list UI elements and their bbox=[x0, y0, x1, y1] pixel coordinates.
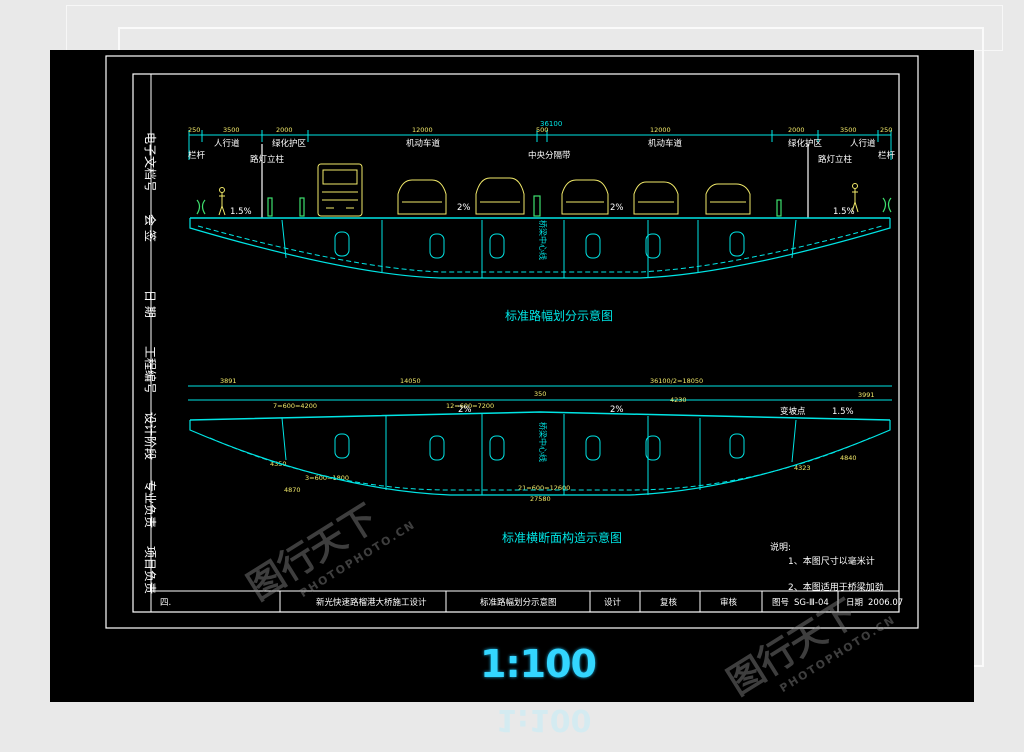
sec-dim: 4870 bbox=[284, 486, 301, 494]
sec-dim: 3991 bbox=[858, 391, 875, 399]
side-label: 项目负责 bbox=[143, 546, 157, 594]
section-diagram-title: 标准横断面构造示意图 bbox=[502, 530, 622, 545]
section-diagram: 3891 14050 36100/2=18050 3991 350 7=600=… bbox=[188, 377, 892, 545]
side-label: 设计阶段 bbox=[143, 412, 158, 460]
slope-mid-left: 2% bbox=[457, 203, 471, 213]
sec-dim: 350 bbox=[534, 390, 546, 398]
notes-line1: 1、本图尺寸以毫米计 bbox=[788, 555, 875, 567]
label-railing-left: 栏杆 bbox=[188, 150, 206, 161]
dim-2: 3500 bbox=[223, 126, 240, 134]
tb-date: 2006.07 bbox=[868, 598, 903, 608]
notes: 说明: 1、本图尺寸以毫米计 2、本图适用于桥梁加劲 bbox=[770, 541, 884, 593]
dim-3: 2000 bbox=[276, 126, 293, 134]
label-median: 中央分隔带 bbox=[528, 150, 571, 161]
dim-5: 500 bbox=[536, 126, 548, 134]
label-sidewalk-left: 人行道 bbox=[214, 138, 240, 149]
center-line-label: 桥梁中心线 bbox=[538, 220, 548, 260]
tb-date-label: 日期 bbox=[846, 598, 863, 608]
label-lamp-left: 路灯立柱 bbox=[250, 154, 285, 165]
sec-slope-left: 2% bbox=[458, 405, 472, 415]
slope-left: 1.5% bbox=[230, 207, 252, 217]
tb-stage: 四. bbox=[160, 598, 171, 608]
sec-dim: 3891 bbox=[220, 377, 237, 385]
side-label: 会 签 bbox=[143, 214, 158, 242]
slope-mid-right: 2% bbox=[610, 203, 624, 213]
dim-1: 250 bbox=[188, 126, 200, 134]
lane-diagram-title: 标准路幅划分示意图 bbox=[505, 308, 613, 323]
side-label: 日 期 bbox=[143, 290, 157, 318]
dim-total: 36100 bbox=[540, 120, 562, 128]
scale-label: 1:100 bbox=[480, 642, 597, 686]
label-buffer-left: 绿化护区 bbox=[272, 138, 307, 149]
outer-border bbox=[105, 55, 919, 629]
label-motor-right: 机动车道 bbox=[648, 138, 683, 149]
slope-right: 1.5% bbox=[833, 207, 855, 217]
side-label: 电子文档号 bbox=[143, 132, 158, 192]
tb-design: 设计 bbox=[604, 597, 622, 608]
dim-9: 250 bbox=[880, 126, 892, 134]
tb-approve: 审核 bbox=[720, 597, 738, 608]
vehicles bbox=[317, 163, 751, 217]
side-label: 工程编号 bbox=[143, 346, 158, 394]
sec-dim: 36100/2=18050 bbox=[650, 377, 703, 385]
tb-sheet-label: 图号 bbox=[772, 598, 789, 608]
sec-slope-right: 2% bbox=[610, 405, 624, 415]
scale-reflection: 1:100 bbox=[496, 702, 592, 737]
label-motor-left: 机动车道 bbox=[406, 138, 441, 149]
cad-drawing-canvas: 电子文档号 会 签 日 期 工程编号 设计阶段 专业负责 项目负责 36100 … bbox=[50, 50, 974, 702]
sec-dim: 4230 bbox=[670, 396, 687, 404]
sec-dim: 27580 bbox=[530, 495, 551, 503]
label-sidewalk-right: 人行道 bbox=[850, 138, 876, 149]
sec-dim: 12=600=7200 bbox=[446, 402, 494, 410]
label-lamp-right: 路灯立柱 bbox=[818, 154, 853, 165]
label-railing-right: 栏杆 bbox=[878, 150, 896, 161]
sec-dim: 14050 bbox=[400, 377, 421, 385]
sec-dim: 3=600=1800 bbox=[305, 474, 349, 482]
sec-dim: 4350 bbox=[270, 460, 287, 468]
sec-change-point: 变坡点 bbox=[780, 406, 806, 417]
sec-center-line-label: 桥梁中心线 bbox=[538, 422, 548, 462]
sec-dim: 21=600=12600 bbox=[518, 484, 570, 492]
dim-7: 2000 bbox=[788, 126, 805, 134]
tb-check: 复核 bbox=[660, 597, 678, 608]
dim-4: 12000 bbox=[412, 126, 433, 134]
notes-heading: 说明: bbox=[770, 541, 791, 553]
sec-dim: 4840 bbox=[840, 454, 857, 462]
cad-drawing: 电子文档号 会 签 日 期 工程编号 设计阶段 专业负责 项目负责 36100 … bbox=[105, 55, 919, 629]
sec-dim: 7=600=4200 bbox=[273, 402, 317, 410]
tb-drawing: 标准路幅划分示意图 bbox=[480, 597, 557, 608]
lane-diagram: 36100 250 3500 2000 12000 500 12000 2000… bbox=[188, 120, 896, 323]
sec-dim: 4323 bbox=[794, 464, 811, 472]
tb-project: 新光快速路榴港大桥施工设计 bbox=[316, 597, 427, 608]
tb-sheet: SG-Ⅲ-04 bbox=[794, 598, 829, 608]
side-label-column: 电子文档号 会 签 日 期 工程编号 设计阶段 专业负责 项目负责 bbox=[143, 132, 158, 594]
dim-6: 12000 bbox=[650, 126, 671, 134]
label-buffer-right: 绿化护区 bbox=[788, 138, 823, 149]
sec-slope-edge: 1.5% bbox=[832, 407, 854, 417]
dim-8: 3500 bbox=[840, 126, 857, 134]
title-block: 四. 新光快速路榴港大桥施工设计 标准路幅划分示意图 设计 复核 审核 图号 S… bbox=[150, 590, 903, 613]
side-label: 专业负责 bbox=[143, 480, 158, 528]
notes-line2: 2、本图适用于桥梁加劲 bbox=[788, 581, 884, 593]
